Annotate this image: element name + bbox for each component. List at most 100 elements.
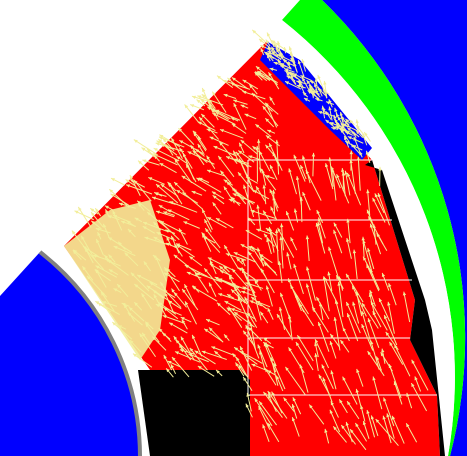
arrow-head-icon [352, 301, 356, 306]
arrow-head-icon [148, 177, 153, 181]
arrow-head-icon [171, 137, 175, 142]
arrow-head-icon [318, 302, 323, 307]
arrow-icon [201, 232, 221, 253]
arrow-head-icon [277, 59, 282, 64]
arrow-icon [335, 299, 344, 328]
arrow-head-icon [269, 228, 273, 233]
arrow-icon [350, 159, 356, 195]
arrow-icon [411, 359, 429, 391]
arrow-head-icon [295, 176, 300, 180]
arrow-head-icon [374, 193, 378, 198]
arrow-icon [331, 168, 337, 201]
arrow-head-icon [335, 126, 340, 130]
arrow-head-icon [237, 296, 242, 301]
arrow-head-icon [243, 377, 247, 381]
arrow-head-icon [235, 362, 239, 367]
arrow-head-icon [337, 281, 341, 286]
arrow-head-icon [268, 394, 272, 399]
arrow-head-icon [200, 99, 205, 103]
outer-green-band [282, 0, 466, 456]
arrow-head-icon [240, 351, 245, 355]
arrow-head-icon [223, 93, 228, 98]
arrow-head-icon [278, 307, 283, 311]
arrow-head-icon [204, 328, 209, 333]
arrow-icon [267, 422, 280, 443]
arrow-head-icon [276, 41, 281, 45]
arrow-head-icon [347, 401, 351, 406]
arrow-head-icon [292, 397, 296, 402]
arrow-head-icon [239, 142, 243, 147]
arrow-head-icon [214, 350, 219, 355]
arrow-icon [306, 283, 315, 313]
arrow-head-icon [270, 206, 274, 211]
arrow-head-icon [277, 227, 281, 232]
arrow-icon [361, 310, 372, 345]
arrow-head-icon [159, 134, 164, 139]
arrow-head-icon [300, 165, 304, 170]
arrow-icon [174, 351, 201, 363]
arrow-head-icon [359, 151, 363, 156]
arrow-head-icon [242, 90, 247, 95]
arrow-head-icon [347, 136, 352, 140]
arrow-icon [239, 350, 263, 364]
arrow-icon [258, 150, 271, 172]
arrow-head-icon [271, 46, 275, 51]
arrow-icon [201, 208, 213, 230]
arrow-icon [201, 87, 214, 113]
arrow-head-icon [314, 353, 318, 358]
arrow-icon [194, 272, 209, 293]
arrow-head-icon [337, 116, 342, 121]
arrow-head-icon [345, 118, 350, 123]
arrow-icon [193, 132, 207, 152]
arrow-icon [108, 188, 130, 208]
arrow-head-icon [211, 191, 216, 195]
arrow-head-icon [236, 257, 241, 262]
arrow-icon [372, 197, 386, 223]
arrow-head-icon [173, 336, 178, 340]
arrow-head-icon [381, 348, 385, 353]
arrow-head-icon [293, 263, 297, 268]
arrow-icon [325, 163, 334, 190]
arrow-icon [295, 341, 314, 371]
arrow-head-icon [173, 254, 178, 259]
arrow-head-icon [369, 223, 374, 228]
arrow-head-icon [137, 200, 142, 205]
arrow-icon [258, 139, 262, 173]
arrow-head-icon [368, 293, 373, 298]
arrow-head-icon [380, 352, 385, 357]
arrow-head-icon [285, 211, 290, 216]
arrow-head-icon [306, 266, 310, 271]
arrow-head-icon [191, 95, 196, 99]
arrow-head-icon [254, 398, 258, 403]
arrow-icon [262, 105, 279, 127]
arrow-head-icon [201, 232, 206, 237]
arrow-head-icon [241, 258, 245, 263]
arrow-head-icon [156, 140, 161, 144]
arrow-head-icon [215, 218, 220, 222]
arrow-head-icon [167, 181, 172, 186]
arrow-icon [366, 264, 380, 292]
arrow-head-icon [240, 244, 245, 248]
arrow-icon [238, 158, 254, 191]
arrow-head-icon [275, 45, 279, 50]
arrow-icon [284, 366, 306, 395]
arrow-head-icon [125, 179, 130, 183]
arrow-head-icon [316, 210, 320, 215]
arrow-icon [336, 173, 350, 204]
arrow-icon [237, 296, 252, 328]
arrow-icon [387, 301, 395, 334]
inner-blue-region [0, 252, 140, 456]
arrow-head-icon [209, 136, 214, 140]
arrow-head-icon [153, 148, 158, 152]
arrow-icon [231, 268, 248, 287]
arrow-icon [273, 362, 286, 390]
arrow-icon [189, 347, 208, 371]
arrow-icon [250, 209, 277, 220]
arrow-head-icon [322, 377, 326, 382]
arrow-head-icon [163, 211, 168, 215]
arrow-head-icon [159, 163, 164, 167]
arrow-head-icon [376, 356, 380, 361]
arrow-head-icon [327, 271, 331, 276]
